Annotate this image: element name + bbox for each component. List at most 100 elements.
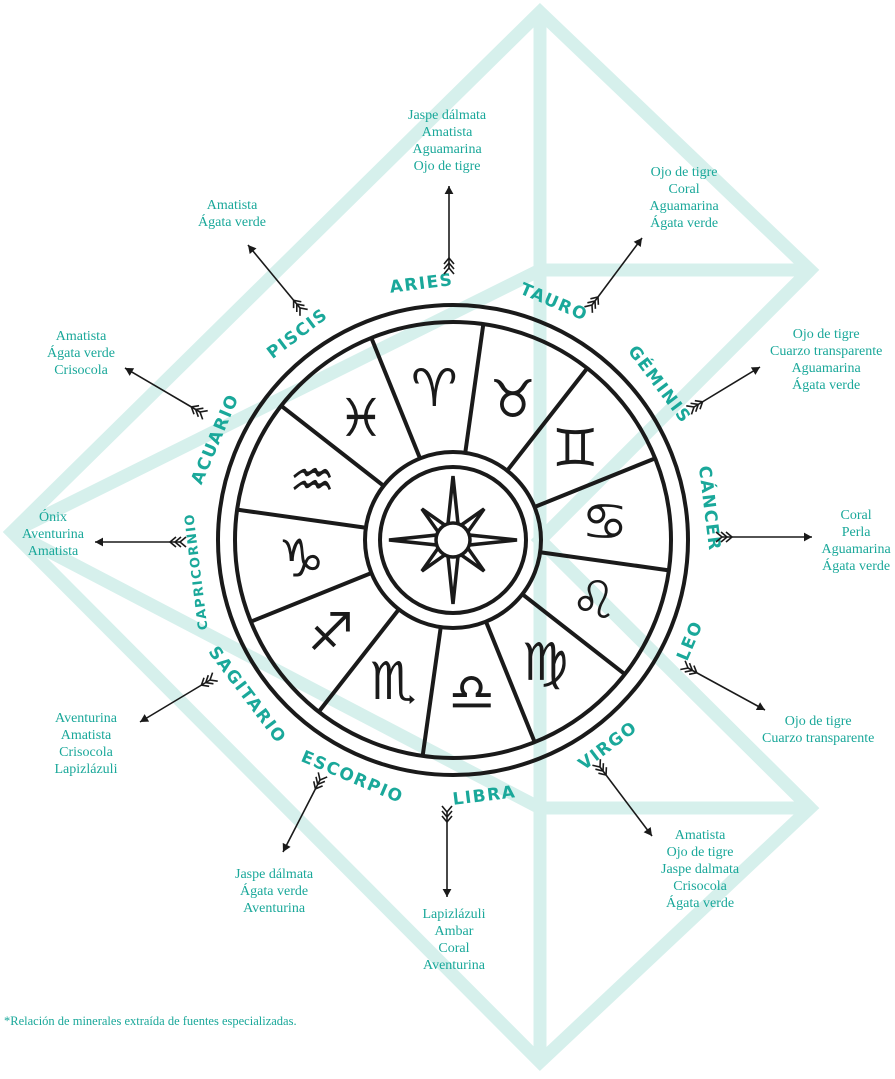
mineral-item: Ágata verde (792, 378, 861, 393)
wheel-divider (505, 366, 589, 472)
mineral-item: Aventurina (423, 958, 485, 973)
mineral-item: Amatista (421, 125, 473, 140)
sign-label-piscis: PISCIS (263, 305, 332, 364)
arrow-icon-escorpio (282, 772, 328, 853)
mineral-item: Crisocola (54, 363, 108, 378)
mineral-item: Aventurina (55, 711, 117, 726)
wheel-divider (279, 404, 385, 488)
mineral-item: Ágata verde (822, 559, 891, 574)
sign-label-virgo: VIRGO (575, 717, 642, 774)
leo-glyph-icon: ♌︎ (571, 571, 618, 631)
arrow-icon-leo (680, 660, 766, 711)
arrow-icon-cancer (715, 531, 812, 543)
mineral-item: Jaspe dalmata (661, 862, 740, 877)
mineral-item: Ojo de tigre (666, 845, 734, 860)
mineral-item: Coral (438, 941, 470, 956)
mineral-item: Lapizlázuli (54, 762, 118, 777)
mineral-item: Ágata verde (198, 215, 267, 230)
wheel-outer-ring (216, 303, 690, 777)
tauro-glyph-icon: ♉︎ (489, 370, 536, 430)
mineral-item: Amatista (60, 728, 112, 743)
mineral-item: Jaspe dálmata (235, 867, 314, 882)
mineral-item: Perla (841, 525, 871, 540)
mineral-item: Ágata verde (47, 346, 116, 361)
mineral-item: Aguamarina (412, 142, 482, 157)
sign-label-leo: LEO (673, 618, 708, 664)
mineral-item: Aguamarina (821, 542, 891, 557)
sagitario-glyph-icon: ♐︎ (307, 603, 354, 663)
arrow-icon-geminis (686, 366, 761, 415)
mineral-item: Amatista (206, 198, 258, 213)
mineral-item: Crisocola (673, 879, 727, 894)
mineral-item: Cuarzo transparente (770, 344, 883, 359)
arrow-icon-capricornio (95, 536, 187, 548)
mineral-item: Jaspe dálmata (408, 108, 487, 123)
wheel-center-inner-ring (378, 465, 528, 615)
zodiac-wheel (216, 303, 690, 777)
wheel-divider (250, 571, 373, 624)
aries-glyph-icon: ♈︎ (411, 359, 458, 419)
wheel-divider (484, 620, 537, 743)
wheel-divider (521, 592, 627, 676)
wheel-divider (236, 507, 367, 530)
virgo-glyph-icon: ♍︎ (522, 633, 569, 693)
wheel-divider (420, 626, 443, 757)
arrow-icon-libra (441, 805, 453, 897)
arrow-icon-piscis (247, 244, 308, 316)
mineral-item: Aguamarina (791, 361, 861, 376)
mineral-item: Amatista (55, 329, 107, 344)
mineral-item: Aventurina (243, 901, 306, 916)
capricornio-glyph-icon: ♑︎ (278, 530, 325, 590)
mineral-item: Ojo de tigre (413, 159, 481, 174)
sign-label-escorpio: ESCORPIO (298, 747, 406, 808)
arrow-icon-virgo (592, 759, 653, 837)
mineral-item: Ónix (38, 510, 67, 525)
sign-label-capricornio: CAPRICORNIO (182, 512, 211, 631)
mineral-item: Cuarzo transparente (762, 731, 875, 746)
mineral-item: Ojo de tigre (792, 327, 860, 342)
wheel-divider (317, 608, 401, 714)
mineral-item: Lapizlázuli (422, 907, 486, 922)
arrow-icon-acuario (124, 367, 208, 420)
sign-label-cancer: CÁNCER (694, 464, 726, 552)
mineral-item: Coral (840, 508, 872, 523)
wheel-divider (533, 456, 656, 509)
wheel-divider (369, 337, 422, 460)
mineral-item: Aventurina (22, 527, 84, 542)
arrow-icon-tauro (584, 237, 643, 313)
mineral-item: Amatista (674, 828, 726, 843)
geminis-glyph-icon: ♊︎ (552, 419, 599, 479)
mineral-item: Ágata verde (240, 884, 309, 899)
escorpio-glyph-icon: ♏︎ (370, 652, 417, 712)
wheel-divider (539, 550, 670, 573)
mineral-item: Coral (668, 182, 700, 197)
libra-glyph-icon: ♎︎ (448, 663, 495, 723)
piscis-glyph-icon: ♓︎ (338, 389, 385, 449)
mineral-item: Ágata verde (666, 896, 735, 911)
cancer-glyph-icon: ♋︎ (582, 492, 629, 552)
background-shape (2, 2, 820, 1072)
mineral-item: Amatista (27, 544, 79, 559)
wheel-inner-ring (233, 320, 673, 760)
mineral-item: Aguamarina (649, 199, 719, 214)
sign-label-libra: LIBRA (452, 782, 518, 810)
arrow-icon-sagitario (139, 672, 218, 723)
wheel-center-outer-ring (363, 450, 543, 630)
wheel-divider (463, 323, 486, 454)
mineral-item: Ágata verde (650, 216, 719, 231)
footnote: *Relación de minerales extraída de fuent… (4, 1014, 297, 1028)
acuario-glyph-icon: ♒︎ (289, 451, 336, 511)
mineral-item: Ambar (434, 924, 474, 939)
